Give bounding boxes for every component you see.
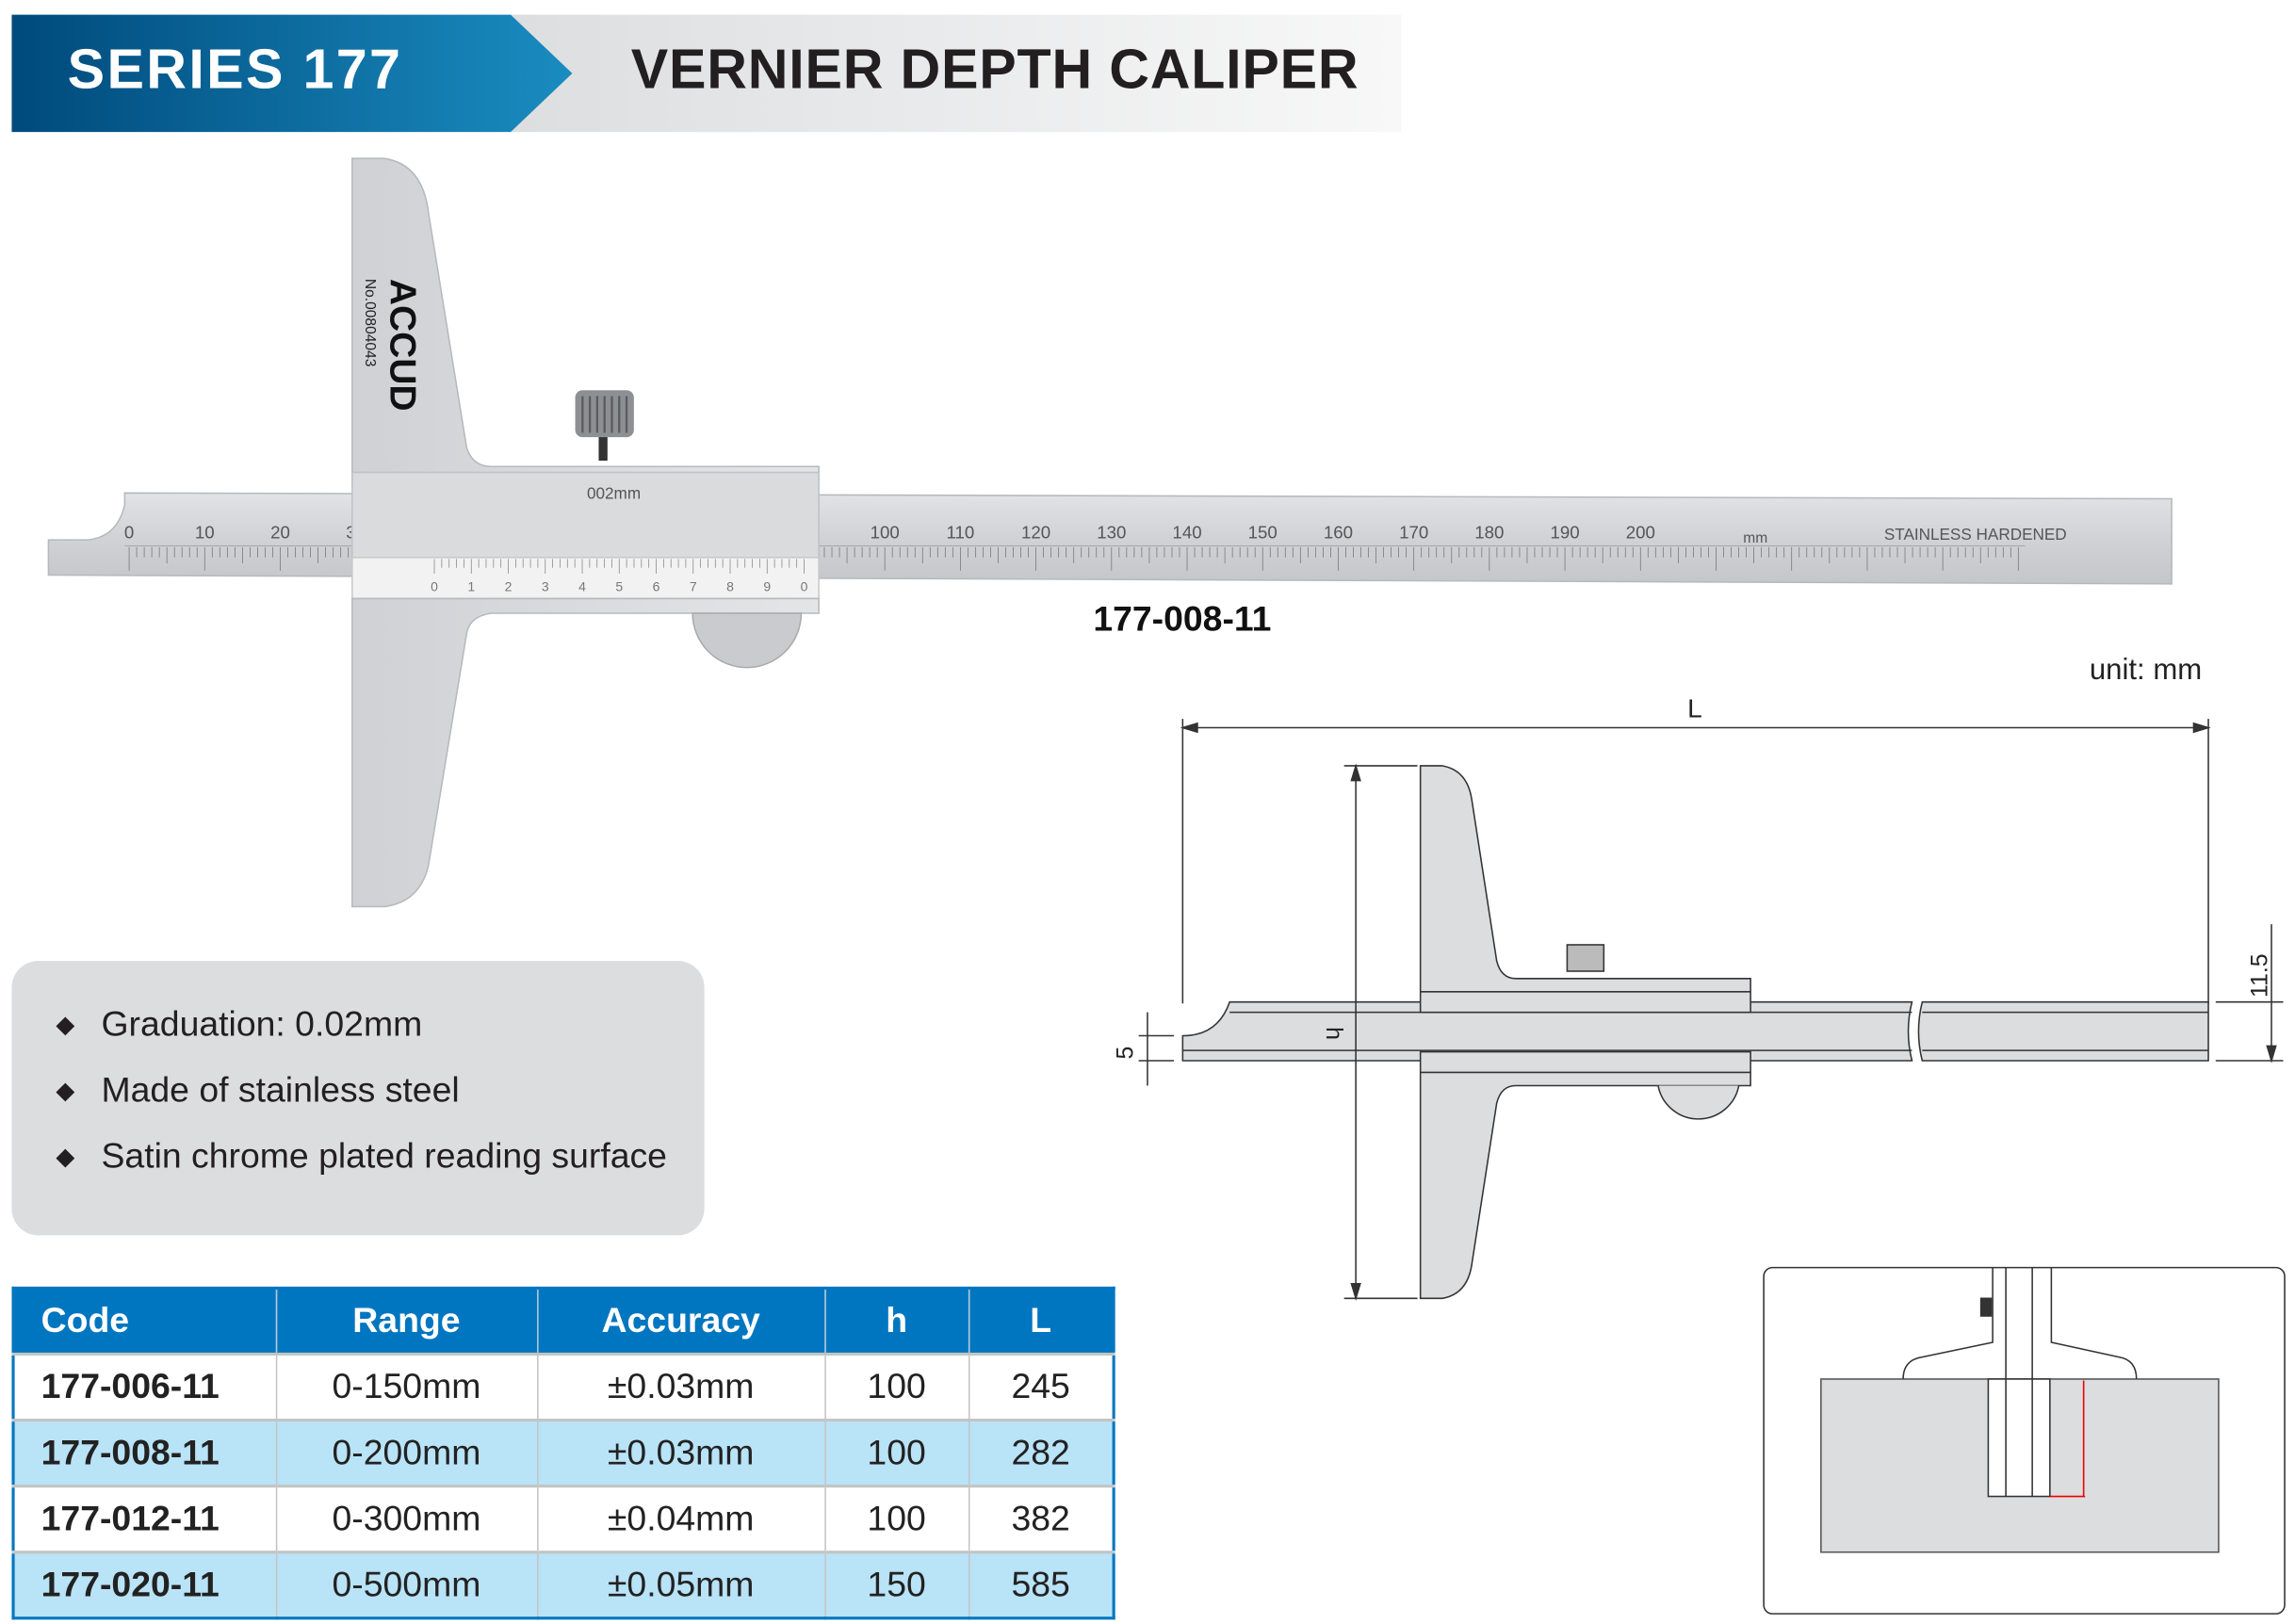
dim-h: h <box>1321 1027 1347 1040</box>
scale-number: 10 <box>195 523 215 543</box>
cell-l: 382 <box>968 1485 1115 1553</box>
scale-number: 100 <box>871 523 900 543</box>
cell-range: 0-150mm <box>275 1352 538 1421</box>
cell-code: 177-012-11 <box>12 1485 277 1553</box>
scale-number: 130 <box>1097 523 1126 543</box>
thumb-wheel <box>692 612 803 669</box>
scale-number: 140 <box>1172 523 1201 543</box>
scale-number: 120 <box>1021 523 1050 543</box>
cell-l: 585 <box>968 1551 1115 1619</box>
scale-number: 200 <box>1626 523 1655 543</box>
cell-range: 0-300mm <box>275 1485 538 1553</box>
vernier-number: 9 <box>763 579 771 594</box>
cell-accuracy: ±0.03mm <box>536 1419 826 1487</box>
scale-number: 190 <box>1550 523 1579 543</box>
vernier-number: 7 <box>690 579 697 594</box>
caliper-photo: 0102030405060708090100110120130140150160… <box>47 157 2173 908</box>
cell-code: 177-006-11 <box>12 1352 277 1421</box>
cell-range: 0-200mm <box>275 1419 538 1487</box>
beam-text: STAINLESS HARDENED <box>1884 525 2067 544</box>
cell-h: 150 <box>823 1551 969 1619</box>
vernier-number: 3 <box>542 579 549 594</box>
cell-accuracy: ±0.04mm <box>536 1485 826 1553</box>
scale-number: 160 <box>1324 523 1353 543</box>
cell-l: 282 <box>968 1419 1115 1487</box>
scale-number: 180 <box>1474 523 1504 543</box>
feature-item: Made of stainless steel <box>56 1070 460 1112</box>
col-code: Code <box>12 1288 276 1355</box>
vernier-number: 1 <box>467 579 475 594</box>
cell-h: 100 <box>823 1419 969 1487</box>
cell-range: 0-500mm <box>275 1551 538 1619</box>
bullet-icon <box>56 1015 75 1035</box>
dim-11-5: 11.5 <box>2246 953 2272 998</box>
feature-text: Graduation: 0.02mm <box>101 1004 423 1045</box>
feature-text: Made of stainless steel <box>101 1070 460 1111</box>
lock-screw-icon <box>575 390 634 462</box>
table-header: Code Range Accuracy h L <box>12 1288 1115 1355</box>
head-lower <box>351 597 820 908</box>
vernier-number: 0 <box>801 579 808 594</box>
cell-h: 100 <box>823 1352 969 1421</box>
vernier-number: 0 <box>431 579 438 594</box>
feature-item: Graduation: 0.02mm <box>56 1004 423 1047</box>
vernier-plate <box>351 557 820 600</box>
brand-logo: ACCUD <box>382 279 422 412</box>
cell-accuracy: ±0.03mm <box>536 1352 826 1421</box>
vernier-number: 8 <box>726 579 734 594</box>
unit-mark: mm <box>1743 530 1767 546</box>
col-range: Range <box>275 1288 538 1355</box>
vernier-number: 5 <box>615 579 623 594</box>
page-title: VERNIER DEPTH CALIPER <box>630 40 1359 102</box>
header-banner <box>11 14 1402 133</box>
bullet-icon <box>56 1081 75 1101</box>
bullet-icon <box>56 1147 75 1167</box>
feature-text: Satin chrome plated reading surface <box>101 1136 667 1177</box>
dim-L: L <box>1687 694 1702 723</box>
vernier-number: 6 <box>653 579 660 594</box>
vernier-number: 4 <box>578 579 586 594</box>
cell-code: 177-008-11 <box>12 1419 277 1487</box>
col-l: L <box>968 1288 1115 1355</box>
scale-number: 110 <box>946 523 974 543</box>
vernier-number: 2 <box>505 579 513 594</box>
scale-number: 20 <box>270 523 290 543</box>
scale-number: 170 <box>1399 523 1428 543</box>
vernier-label: 002mm <box>587 484 641 503</box>
series-label: SERIES 177 <box>67 40 403 102</box>
usage-inset <box>1763 1266 2286 1615</box>
scale-number: 150 <box>1248 523 1278 543</box>
dim-5: 5 <box>1112 1047 1138 1060</box>
col-accuracy: Accuracy <box>536 1288 825 1355</box>
model-label: 177-008-11 <box>1093 599 1271 639</box>
col-h: h <box>823 1288 968 1355</box>
knob-icon <box>1566 944 1605 972</box>
head-upper <box>351 157 820 559</box>
feature-item: Satin chrome plated reading surface <box>56 1136 667 1178</box>
cell-accuracy: ±0.05mm <box>536 1551 826 1619</box>
scale-number: 0 <box>124 523 134 543</box>
features-panel: Graduation: 0.02mm Made of stainless ste… <box>11 961 705 1236</box>
cell-h: 100 <box>823 1485 969 1553</box>
cell-l: 245 <box>968 1352 1115 1421</box>
unit-label: unit: mm <box>2090 653 2202 686</box>
serial-number: No.00804043 <box>362 279 378 366</box>
cell-code: 177-020-11 <box>12 1551 277 1619</box>
